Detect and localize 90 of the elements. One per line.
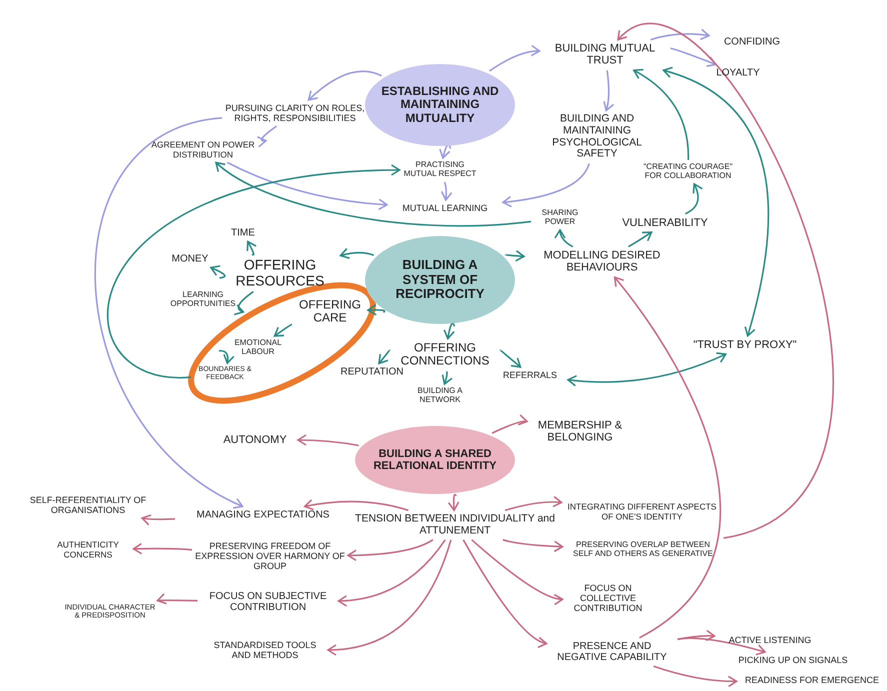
concept-label: PRESENCE AND NEGATIVE CAPABILITY <box>550 640 674 664</box>
arrow <box>246 240 257 256</box>
concept-label: OFFERING CARE <box>295 298 365 326</box>
arrow <box>347 539 434 562</box>
arrow <box>156 594 198 606</box>
arrow <box>338 539 446 606</box>
arrow <box>504 496 562 512</box>
concept-label: BUILDING AND MAINTAINING PSYCHOLOGICAL SAFETY <box>540 114 654 160</box>
arrow <box>226 162 388 210</box>
arrow <box>440 182 452 201</box>
arrow <box>684 183 703 215</box>
arrow <box>617 24 834 539</box>
arrow <box>327 540 452 656</box>
arrow <box>677 637 766 656</box>
arrow <box>502 539 564 552</box>
arrow <box>670 48 717 67</box>
concept-label: PRESERVING FREEDOM OF EXPRESSION OVER HARMONY OF GROUP <box>195 540 345 572</box>
arrow <box>274 324 292 337</box>
arrow <box>653 665 738 688</box>
concept-label: AUTHENTICITY CONCERNS <box>46 540 130 560</box>
arrow <box>439 144 452 159</box>
concept-label: REFERRALS <box>495 370 565 380</box>
concept-label: AUTONOMY <box>215 434 295 446</box>
concept-label: PICKING UP ON SIGNALS <box>730 654 856 666</box>
concept-label: OFFERING RESOURCES <box>222 257 338 289</box>
arrow <box>233 291 254 315</box>
concept-label: "CREATING COURAGE" FOR COLLABORATION <box>642 163 734 181</box>
arrow <box>215 162 532 227</box>
arrow <box>633 69 690 160</box>
arrow <box>500 349 522 368</box>
topic-blob: BUILDING A SHARED RELATIONAL IDENTITY <box>355 426 515 494</box>
arrow <box>492 414 528 434</box>
arrow <box>297 434 359 446</box>
concept-label: MANAGING EXPECTATIONS <box>178 509 348 521</box>
concept-label: EMOTIONAL LABOUR <box>222 339 294 357</box>
concept-label: INTEGRATING DIFFERENT ASPECTS OF ONE'S IDENTITY <box>564 502 720 522</box>
topic-blob: BUILDING A SYSTEM OF RECIPROCITY <box>365 236 515 324</box>
arrow <box>444 322 456 340</box>
concept-label: READINESS FOR EMERGENCE <box>740 674 884 686</box>
arrow <box>340 248 374 260</box>
concept-label: SELF-REFERENTIALITY OF ORGANISATIONS <box>13 494 163 516</box>
arrow <box>662 67 770 337</box>
arrow <box>489 45 540 72</box>
arrow <box>378 350 390 364</box>
arrow <box>304 499 409 512</box>
concept-label: FOCUS ON SUBJECTIVE CONTRIBUTION <box>200 590 336 614</box>
arrow <box>554 229 574 248</box>
concept-label: FOCUS ON COLLECTIVE CONTRIBUTION <box>566 582 650 614</box>
arrow <box>567 352 726 386</box>
arrow <box>448 494 460 512</box>
arrow <box>602 70 614 112</box>
concept-label: LEARNING OPPORTUNITIES <box>160 291 246 309</box>
concept-label: AGREEMENT ON POWER DISTRIBUTION <box>143 140 263 160</box>
concept-label: MODELLING DESIRED BEHAVIOURS <box>527 250 677 274</box>
concept-label: CONFIDING <box>712 36 792 48</box>
arrow <box>256 125 278 148</box>
arrow <box>141 514 176 526</box>
concept-label: ACTIVE LISTENING <box>718 634 822 646</box>
concept-label: REPUTATION <box>334 366 410 378</box>
arrow <box>471 539 564 604</box>
concept-label: MUTUAL LEARNING <box>390 202 500 214</box>
concept-label: MEMBERSHIP & BELONGING <box>530 420 630 444</box>
arrow <box>502 163 590 208</box>
concept-label: PRESERVING OVERLAP BETWEEN SELF AND OTHERS AS GENERATIVE <box>566 541 720 559</box>
arrow <box>210 265 226 279</box>
concept-label: TIME <box>223 227 263 239</box>
arrow <box>367 304 386 316</box>
arrow <box>650 28 710 40</box>
arrow <box>108 164 400 378</box>
concept-label: PURSUING CLARITY ON ROLES, RIGHTS, RESPONSIBILITIES <box>225 102 365 124</box>
concept-label: TENSION BETWEEN INDIVIDUALITY and ATTUNEMENT <box>352 513 558 537</box>
topic-blob: ESTABLISHING AND MAINTAINING MUTUALITY <box>365 64 515 146</box>
concept-label: OFFERING CONNECTIONS <box>392 342 498 368</box>
arrow <box>614 276 721 638</box>
concept-label: BUILDING A NETWORK <box>409 387 471 405</box>
concept-label: BUILDING MUTUAL TRUST <box>542 42 668 68</box>
arrow <box>506 250 525 262</box>
arrow <box>218 350 234 364</box>
arrow <box>308 70 382 101</box>
arrow <box>628 231 652 248</box>
arrow <box>462 539 548 648</box>
arrow <box>132 542 192 555</box>
concept-label: SHARING POWER <box>534 209 586 227</box>
arrow <box>94 117 244 508</box>
concept-label: PRACTISING MUTUAL RESPECT <box>402 161 478 179</box>
concept-label: MONEY <box>165 253 215 265</box>
arrow <box>442 371 453 385</box>
concept-label: "TRUST BY PROXY" <box>678 338 812 352</box>
concept-label: STANDARDISED TOOLS AND METHODS <box>205 640 325 660</box>
concept-label: VULNERABILITY <box>612 216 718 230</box>
